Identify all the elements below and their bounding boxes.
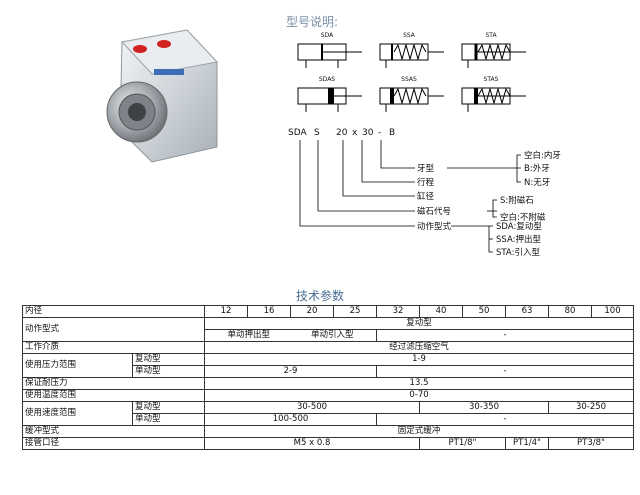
table-cell: 30-250 [548,401,635,414]
single-pull-text: 单动引入型 [311,330,354,341]
table-row: 使用压力范围 复动型 1-9 [22,353,635,378]
action-option: SSA:押出型 [496,235,541,245]
bore-cell: 50 [462,305,507,318]
thread-option: N:无牙 [524,178,551,188]
sub-label: 单动型 [131,365,206,378]
symbol-sda: SDA [288,32,366,72]
bore-cell: 40 [419,305,464,318]
code-leader-lines [299,140,521,253]
table-cell: PT1/4" [505,437,550,450]
bore-cell: 100 [591,305,635,318]
table-row: 缓冲型式 固定式缓冲 [21,425,635,438]
table-cell: - [376,329,635,342]
bore-cell: 80 [548,305,593,318]
table-cell: 单动押出型 单动引入型 [204,329,378,342]
row-label: 缓冲型式 [21,425,206,438]
cylinder-photo [92,22,232,172]
table-cell: - [376,413,635,426]
spec-title: 技术参数 [295,289,344,303]
table-row: 工作介质 经过滤压缩空气 [21,341,635,354]
bore-cell: 63 [505,305,550,318]
row-label: 内径 [21,305,206,318]
table-cell: 13.5 [204,377,635,390]
table-cell: 经过滤压缩空气 [204,341,635,354]
row-label: 使用速度范围 [22,401,133,426]
row-label: 保证耐压力 [21,377,206,390]
thread-option: 空白:内牙 [524,151,561,161]
symbol-label: SDA [320,32,334,39]
table-cell: 30-350 [419,401,550,414]
row-label: 动作型式 [21,317,206,342]
table-cell: 2-9 [204,365,378,378]
table-row: 内径 12 16 20 25 32 40 50 63 80 100 [21,305,635,318]
table-row: 使用速度范围 复动型 30-500 30-350 30-250 [22,401,635,426]
symbol-sta: STA [452,32,530,72]
symbol-label: SSAS [401,76,417,83]
magnet-option: S:附磁石 [500,196,534,206]
label-stroke: 行程 [417,178,435,188]
label-bore: 缸径 [417,192,435,202]
table-cell: 0-70 [204,389,635,402]
row-label: 使用温度范围 [21,389,206,402]
code-stroke: 30 [362,128,374,138]
table-cell: PT1/8" [419,437,507,450]
magnet-option: 空白:不附磁 [500,213,546,223]
table-cell: 固定式缓冲 [204,425,635,438]
code-magnet: S [314,128,320,138]
table-row: 保证耐压力 13.5 [21,377,635,390]
row-label: 工作介质 [21,341,206,354]
table-cell: PT3/8" [548,437,635,450]
code-dash: - [378,128,382,138]
spec-table: 内径 12 16 20 25 32 40 50 63 80 100 动作型式 复… [21,305,635,450]
symbol-stas: STAS [452,76,530,116]
action-option: STA:引入型 [496,248,540,258]
row-label: 接管口径 [21,437,206,450]
sub-label: 复动型 [131,353,206,366]
code-thread: B [389,128,396,138]
model-code-diagram: SDA S 20 x 30 - B 牙型 行程 缸径 磁石代号 动作型式 空白:… [285,128,585,263]
thread-option: B:外牙 [524,164,550,174]
row-label: 使用压力范围 [22,353,133,378]
symbol-label: SSA [403,32,415,39]
symbol-label: STAS [483,76,499,83]
symbol-label: SDAS [318,76,336,83]
action-option: SDA:复动型 [496,222,542,232]
table-cell: 1-9 [204,353,635,366]
table-cell: 30-500 [204,401,421,414]
single-push-text: 单动押出型 [227,330,271,341]
code-action: SDA [288,128,307,138]
symbol-ssa: SSA [370,32,448,72]
bore-cell: 20 [290,305,335,318]
label-thread: 牙型 [417,164,435,174]
table-row: 使用温度范围 0-70 [21,389,635,402]
symbol-label: STA [485,32,497,39]
bore-cell: 12 [204,305,249,318]
label-action: 动作型式 [417,222,452,232]
table-row: 接管口径 M5 x 0.8 PT1/8" PT1/4" PT3/8" [21,437,635,450]
code-bore: 20 [336,128,348,138]
code-x: x [352,128,358,138]
sub-label: 单动型 [131,413,206,426]
table-cell: 复动型 [204,317,635,330]
bore-cell: 25 [333,305,378,318]
sub-label: 复动型 [131,401,206,414]
model-title: 型号说明: [286,15,339,29]
bore-cell: 32 [376,305,421,318]
symbol-sdas: SDAS [288,76,366,116]
symbol-ssas: SSAS [370,76,448,116]
table-cell: - [376,365,635,378]
bore-cell: 16 [247,305,292,318]
table-cell: M5 x 0.8 [204,437,421,450]
label-magnet: 磁石代号 [417,207,452,217]
table-cell: 100-500 [204,413,378,426]
table-row: 动作型式 复动型 [21,317,635,342]
